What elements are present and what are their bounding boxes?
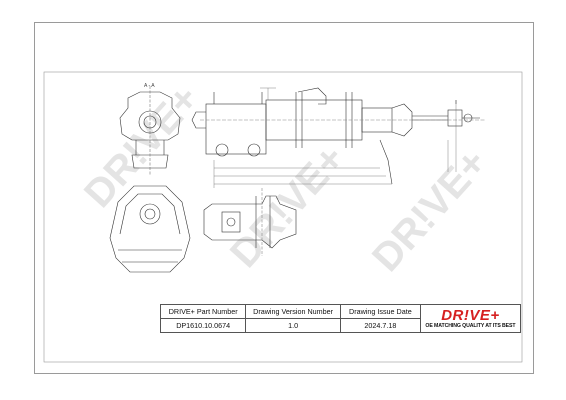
title-block-header-row: DRIVE+ Part Number Drawing Version Numbe… (159, 304, 522, 333)
drawing-frame (34, 22, 534, 374)
upper-mount-section (119, 86, 181, 175)
header-issue-date: Drawing Issue Date (339, 304, 421, 319)
header-part-number: DRIVE+ Part Number (159, 304, 247, 319)
watermark-2: DR!VE+ (222, 137, 354, 276)
brand-logo: DR!VE+ (441, 306, 500, 324)
brand-tagline: OE MATCHING QUALITY AT ITS BEST (425, 322, 516, 329)
title-block-value-row: DP1610.10.0674 1.0 2024.7.18 (159, 318, 521, 333)
watermark-3: DR!VE+ (364, 141, 496, 280)
header-version-number: Drawing Version Number (245, 304, 341, 319)
watermark-1: DR!VE+ (76, 77, 208, 216)
value-part-number: DP1610.10.0674 (159, 318, 247, 333)
bracket-detail (203, 188, 297, 256)
dimension-lines (213, 87, 457, 188)
value-issue-date: 2024.7.18 (339, 318, 421, 333)
lower-mount-view (109, 185, 191, 273)
logo-cell: DR!VE+ OE MATCHING QUALITY AT ITS BEST (419, 304, 522, 333)
section-label: A - A (144, 83, 155, 89)
value-version-number: 1.0 (245, 318, 341, 333)
watermark-group: DR!VE+ DR!VE+ DR!VE+ (76, 77, 496, 280)
title-block: DRIVE+ Part Number Drawing Version Numbe… (159, 304, 522, 333)
strut-assembly (191, 87, 486, 185)
drawing-area-border (43, 71, 523, 363)
